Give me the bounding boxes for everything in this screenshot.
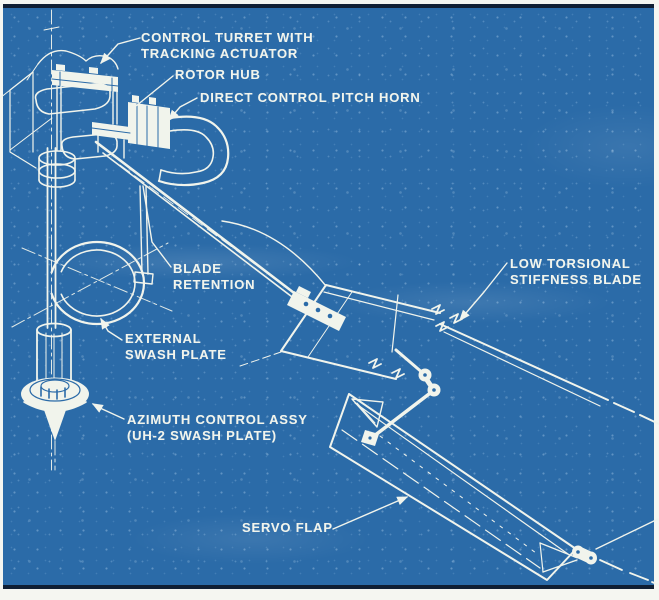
pitch-link [133, 185, 154, 285]
label-control-turret-line2: TRACKING ACTUATOR [141, 45, 299, 61]
label-blade-retention-line2: RETENTION [173, 276, 256, 292]
label-direct-control-pitch-horn-line1: DIRECT CONTROL PITCH HORN [200, 90, 421, 105]
label-external-swash-plate: EXTERNAL SWASH PLATE [125, 331, 227, 362]
leader-pitch-horn [168, 97, 198, 122]
blade-root-fitting [287, 286, 346, 331]
servo-flap-linkage [351, 294, 441, 446]
leader-azimuth-control [91, 403, 125, 420]
label-azimuth-control-assy: AZIMUTH CONTROL ASSY (UH-2 SWASH PLATE) [127, 412, 308, 443]
control-turret-housing [0, 49, 119, 169]
leader-rotor-hub [130, 75, 174, 111]
label-rotor-hub: ROTOR HUB [175, 67, 261, 83]
leader-external-swash-plate [100, 317, 123, 341]
label-low-torsional-line1: LOW TORSIONAL [510, 256, 631, 271]
rotor-hub-assembly [34, 83, 170, 188]
label-servo-flap: SERVO FLAP [242, 520, 333, 536]
label-low-torsional-line2: STIFFNESS BLADE [510, 271, 642, 287]
label-low-torsional-stiffness-blade: LOW TORSIONAL STIFFNESS BLADE [510, 256, 642, 287]
pitch-horn-loop [157, 115, 230, 187]
label-azimuth-control-assy-line1: AZIMUTH CONTROL ASSY [127, 412, 308, 427]
leader-control-turret [100, 37, 141, 65]
label-control-turret: CONTROL TURRET WITH TRACKING ACTUATOR [141, 30, 313, 61]
leader-lines [91, 37, 508, 530]
label-servo-flap-line1: SERVO FLAP [242, 520, 333, 535]
azimuth-control-assembly [21, 377, 89, 471]
label-azimuth-control-assy-line2: (UH-2 SWASH PLATE) [127, 427, 277, 443]
label-control-turret-line1: CONTROL TURRET WITH [141, 30, 314, 45]
leader-blade-retention [142, 185, 172, 268]
label-direct-control-pitch-horn: DIRECT CONTROL PITCH HORN [200, 90, 421, 106]
label-external-swash-plate-line2: SWASH PLATE [125, 346, 227, 362]
leader-servo-flap [332, 496, 409, 530]
label-blade-retention-line1: BLADE [173, 261, 222, 276]
blade-root-panel [239, 284, 441, 380]
blade-tip-flap-horn [539, 518, 659, 586]
label-blade-retention: BLADE RETENTION [173, 261, 255, 292]
blueprint-panel [3, 4, 654, 589]
pitch-control-tube [94, 140, 327, 307]
servo-flap-panel [329, 393, 577, 581]
outer-blade-trailing-edge [439, 323, 659, 425]
leader-low-torsional [459, 262, 508, 322]
label-rotor-hub-line1: ROTOR HUB [175, 67, 261, 82]
external-swash-plate-ring [11, 240, 173, 328]
label-external-swash-plate-line1: EXTERNAL [125, 331, 202, 346]
